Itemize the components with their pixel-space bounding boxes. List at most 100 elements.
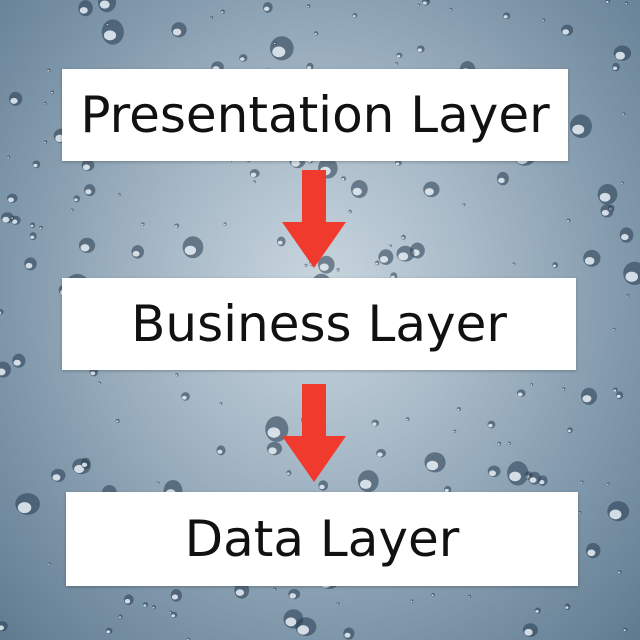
water-droplet <box>371 419 380 427</box>
water-droplet <box>156 481 160 485</box>
water-droplet <box>341 176 347 181</box>
water-droplet <box>507 441 511 445</box>
water-droplet <box>522 623 538 637</box>
water-droplet <box>265 416 289 443</box>
water-droplet <box>612 327 616 331</box>
data-layer-box: Data Layer <box>66 492 578 586</box>
water-droplet <box>468 594 472 598</box>
water-droplet <box>444 485 452 494</box>
water-droplet <box>295 617 317 637</box>
water-droplet <box>357 470 379 493</box>
water-droplet <box>252 180 256 184</box>
water-droplet <box>462 203 466 207</box>
water-droplet <box>422 0 430 6</box>
water-droplet <box>273 587 277 591</box>
water-droplet <box>39 225 43 230</box>
water-droplet <box>50 90 54 94</box>
water-droplet <box>617 570 622 574</box>
water-droplet <box>8 91 23 106</box>
water-droplet <box>600 204 614 218</box>
water-droplet <box>352 13 358 18</box>
water-droplet <box>70 208 74 212</box>
water-droplet <box>378 249 394 265</box>
water-droplet <box>497 441 502 446</box>
business-layer-label: Business Layer <box>131 295 507 353</box>
water-droplet <box>456 407 461 412</box>
water-droplet <box>269 36 294 61</box>
business-layer-box: Business Layer <box>62 278 576 370</box>
down-arrow-icon <box>282 384 346 482</box>
water-droplet <box>613 45 632 61</box>
water-droplet <box>0 308 4 315</box>
water-droplet <box>106 22 110 26</box>
water-droplet <box>431 592 435 597</box>
water-droplet <box>542 18 546 22</box>
water-droplet <box>623 627 628 632</box>
water-droplet <box>263 2 273 13</box>
water-droplet <box>605 0 611 4</box>
water-droplet <box>394 159 402 166</box>
water-droplet <box>78 0 93 17</box>
water-droplet <box>0 212 14 224</box>
water-droplet <box>304 263 308 268</box>
water-droplet <box>0 621 8 632</box>
water-droplet <box>580 387 598 405</box>
water-droplet <box>266 441 283 456</box>
water-droplet <box>528 471 541 485</box>
water-droplet <box>615 391 624 400</box>
water-droplet <box>142 602 149 608</box>
water-droplet <box>10 215 15 220</box>
water-droplet <box>43 140 48 144</box>
water-droplet <box>170 589 182 602</box>
water-droplet <box>181 392 190 401</box>
water-droplet <box>534 607 541 614</box>
water-droplet <box>210 15 214 20</box>
water-droplet <box>496 171 509 186</box>
water-droplet <box>170 611 178 618</box>
water-droplet <box>29 232 37 241</box>
water-droplet <box>273 41 277 45</box>
water-droplet <box>623 261 640 286</box>
water-droplet <box>336 602 340 606</box>
water-droplet <box>396 245 415 262</box>
water-droplet <box>24 257 37 271</box>
water-droplet <box>552 261 559 269</box>
data-layer-label: Data Layer <box>184 510 460 568</box>
water-droplet <box>503 12 511 20</box>
water-droplet <box>47 562 51 566</box>
water-droplet <box>182 236 204 259</box>
water-droplet <box>0 361 11 378</box>
water-droplet <box>566 218 571 223</box>
water-droplet <box>30 222 36 229</box>
water-droplet <box>449 7 453 11</box>
water-droplet <box>606 482 610 486</box>
water-droplet <box>487 465 501 477</box>
water-droplet <box>578 510 582 514</box>
water-droplet <box>47 68 51 72</box>
presentation-layer-box: Presentation Layer <box>62 69 568 161</box>
water-droplet <box>219 401 223 406</box>
water-droplet <box>487 420 496 429</box>
water-droplet <box>530 382 534 387</box>
water-droplet <box>174 223 180 228</box>
water-droplet <box>234 582 250 599</box>
presentation-layer-label: Presentation Layer <box>80 86 550 144</box>
water-droplet <box>424 452 446 473</box>
water-droplet <box>51 468 66 482</box>
water-droplet <box>239 54 248 62</box>
water-droplet <box>516 389 526 397</box>
water-droplet <box>141 222 145 226</box>
water-droplet <box>583 249 601 267</box>
water-droplet <box>350 180 368 199</box>
water-droplet <box>6 155 11 159</box>
water-droplet <box>597 183 618 205</box>
water-droplet <box>416 45 425 53</box>
water-droplet <box>569 114 592 139</box>
water-droplet <box>561 24 574 36</box>
water-droplet <box>423 181 440 198</box>
water-droplet <box>306 62 314 71</box>
water-droplet <box>562 387 566 391</box>
water-droplet <box>619 227 634 243</box>
water-droplet <box>453 429 457 433</box>
water-droplet <box>567 427 573 433</box>
